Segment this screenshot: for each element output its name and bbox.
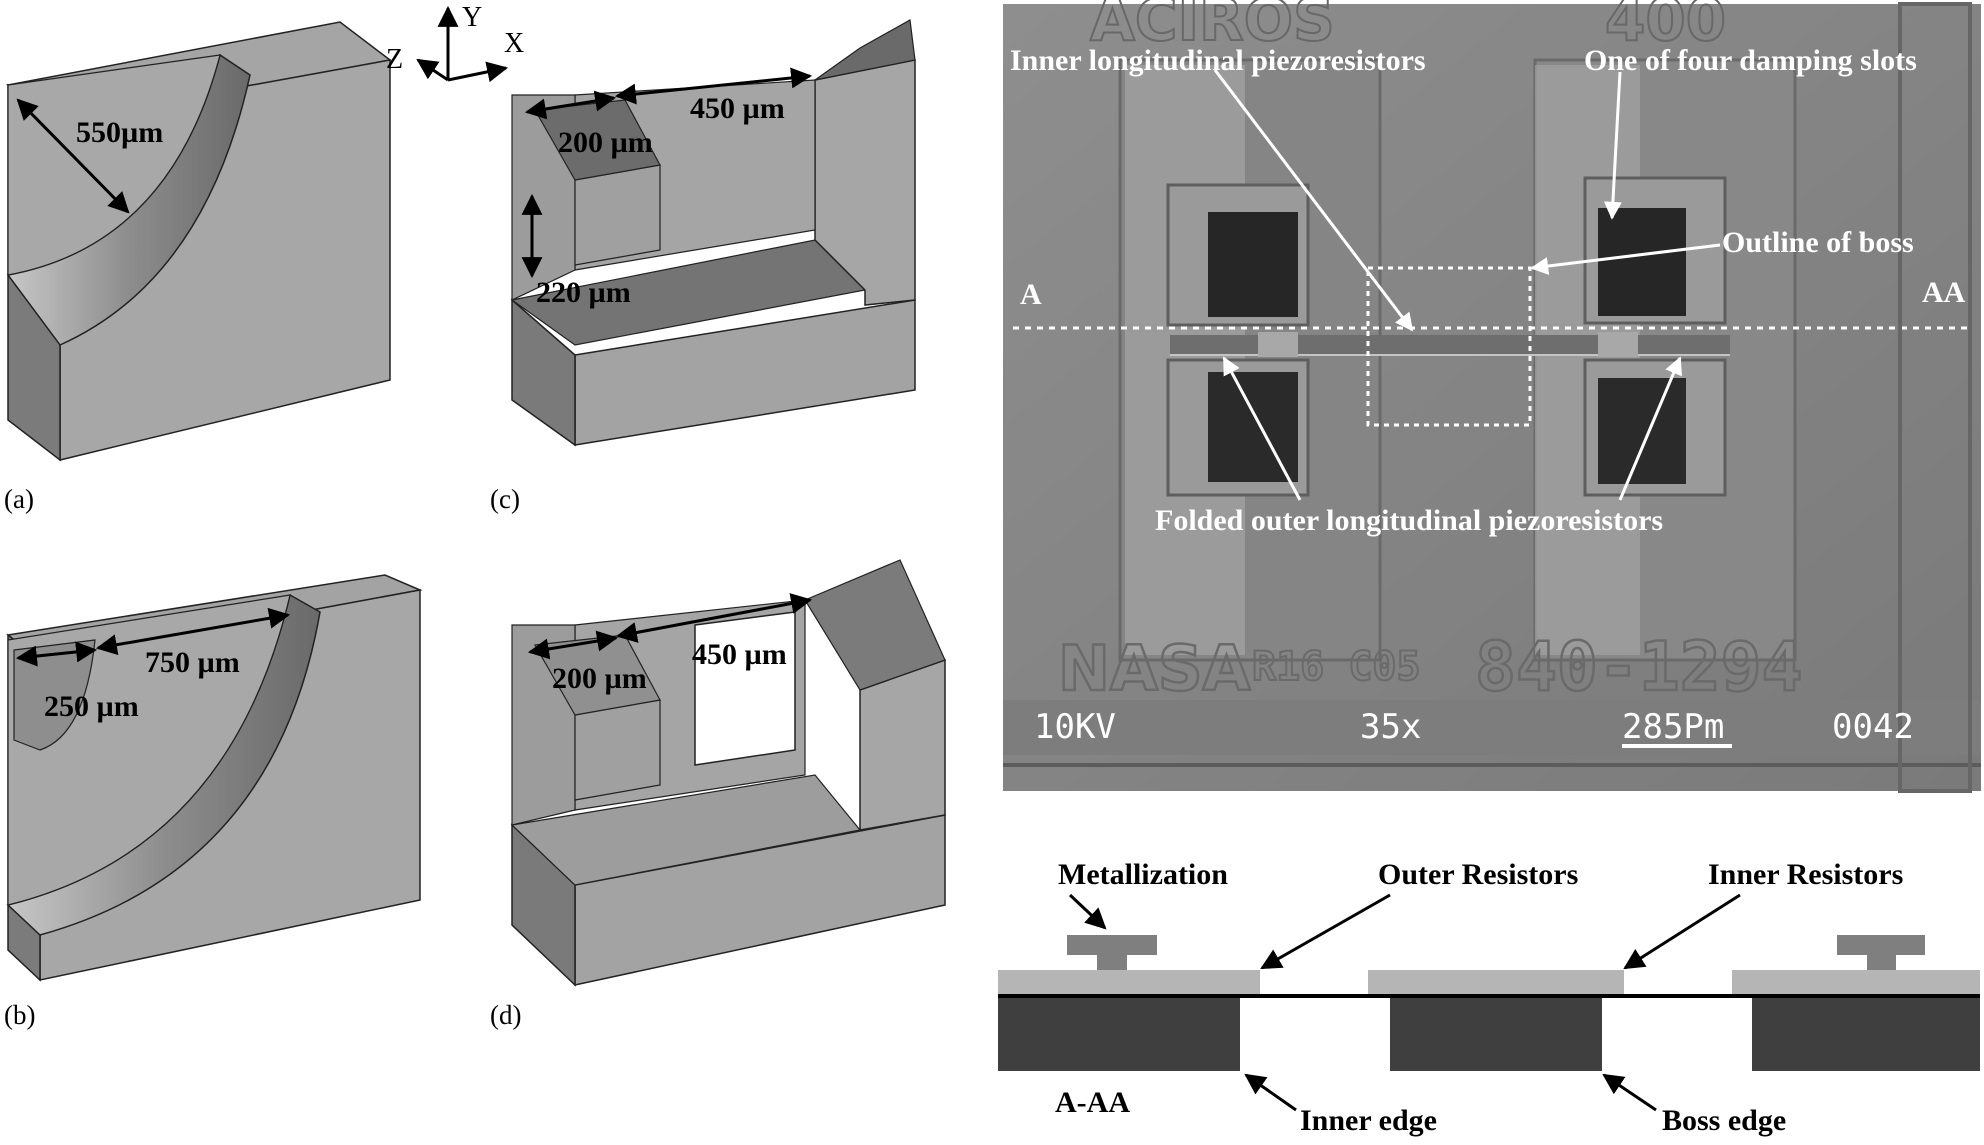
panel-d-label: (d) bbox=[490, 1000, 521, 1030]
sem-voltage: 10KV bbox=[1034, 707, 1116, 747]
damping-slot-tr bbox=[1598, 208, 1686, 316]
z-axis-arrow bbox=[416, 58, 449, 82]
dim-750-b-label: 750 µm bbox=[145, 646, 240, 679]
damping-slot-bl bbox=[1208, 372, 1298, 482]
label-folded-outer: Folded outer longitudinal piezoresistors bbox=[1155, 504, 1663, 537]
dim-arrow-200-d bbox=[527, 630, 619, 660]
label-aa: AA bbox=[1922, 276, 1966, 309]
arrow-boss-edge bbox=[1602, 1073, 1657, 1112]
dim-550-label: 550µm bbox=[76, 116, 163, 149]
sem-scale: 285Pm bbox=[1622, 707, 1724, 747]
sem-magnification: 35x bbox=[1360, 707, 1421, 747]
substrate-right bbox=[1752, 996, 1980, 1071]
dim-200-d-label: 200 µm bbox=[552, 662, 647, 695]
label-boss-edge: Boss edge bbox=[1662, 1104, 1786, 1137]
cross-section: Metallization Outer Resistors Inner Resi… bbox=[998, 858, 1980, 1137]
arrow-inner-long bbox=[1213, 69, 1414, 332]
axis-triad: Y Z X bbox=[386, 2, 524, 83]
dim-200-c-label: 200 µm bbox=[558, 126, 653, 159]
dim-arrow-250-b bbox=[15, 641, 98, 667]
arrow-folded-right bbox=[1618, 356, 1682, 501]
x-axis-arrow bbox=[447, 61, 509, 83]
block-d-pillar-front bbox=[574, 699, 661, 801]
label-inner-long: Inner longitudinal piezoresistors bbox=[1010, 44, 1426, 77]
block-d-tower-top bbox=[804, 559, 946, 691]
arrow-inner-edge bbox=[1244, 1073, 1297, 1112]
label-outline-boss: Outline of boss bbox=[1722, 226, 1914, 259]
label-metallization: Metallization bbox=[1058, 858, 1228, 891]
substrate-boss bbox=[1390, 996, 1602, 1071]
arrow-outer-res bbox=[1260, 893, 1391, 970]
metal-pad-right bbox=[1837, 935, 1925, 970]
resistor-layer-left bbox=[998, 970, 1260, 994]
block-c-base-side bbox=[511, 298, 576, 447]
label-inner-edge: Inner edge bbox=[1300, 1104, 1437, 1137]
panel-b-label: (b) bbox=[4, 1000, 35, 1030]
block-d-window bbox=[694, 611, 796, 766]
damping-slot-br bbox=[1598, 378, 1686, 484]
dim-arrow-550 bbox=[16, 98, 130, 214]
resistor-pad-right bbox=[1598, 332, 1638, 357]
etched-nasa: NASA bbox=[1058, 632, 1251, 705]
etched-code: R16 C05 bbox=[1252, 644, 1421, 690]
center-beam bbox=[1170, 335, 1730, 355]
substrate-left bbox=[998, 996, 1240, 1071]
scalebar-band bbox=[1003, 700, 1981, 755]
arrow-metallization bbox=[1068, 893, 1107, 930]
block-c-pillar-front bbox=[574, 164, 661, 266]
label-inner-resistors: Inner Resistors bbox=[1708, 858, 1903, 891]
dim-arrow-450-c bbox=[614, 67, 813, 105]
sem-frame: 0042 bbox=[1832, 707, 1914, 747]
panel-c-label: (c) bbox=[490, 484, 520, 514]
x-axis-label: X bbox=[504, 28, 524, 59]
arrow-boss bbox=[1530, 243, 1721, 275]
resistor-pad-left bbox=[1258, 332, 1298, 357]
z-axis-label: Z bbox=[386, 44, 403, 75]
label-section: A-AA bbox=[1055, 1086, 1130, 1119]
dim-arrow-450-d bbox=[615, 593, 813, 643]
dim-arrow-750-b bbox=[95, 607, 291, 656]
metal-pad-left bbox=[1067, 935, 1157, 970]
y-axis-label: Y bbox=[462, 2, 482, 33]
label-damping: One of four damping slots bbox=[1584, 44, 1917, 77]
label-a: A bbox=[1020, 278, 1042, 311]
resistor-layer-right bbox=[1732, 970, 1980, 994]
boss-outline bbox=[1366, 266, 1532, 427]
block-c-tower-top bbox=[814, 19, 916, 81]
panel-a-label: (a) bbox=[4, 484, 34, 514]
sem-micrograph: ACIROS 400 NASA R16 C05 840-1294 10KV 35… bbox=[1003, 0, 1981, 793]
dim-450-d-label: 450 µm bbox=[692, 638, 787, 671]
dim-220-c-label: 220 µm bbox=[536, 276, 631, 309]
dim-arrow-200-c bbox=[524, 90, 617, 120]
etched-part: 840-1294 bbox=[1475, 628, 1803, 707]
right-rails bbox=[1898, 2, 1972, 793]
etched-logo-top: ACIROS bbox=[1090, 0, 1335, 54]
etched-num-top: 400 bbox=[1605, 0, 1726, 54]
dim-250-b-label: 250 µm bbox=[44, 690, 139, 723]
dim-450-c-label: 450 µm bbox=[690, 92, 785, 125]
label-outer-resistors: Outer Resistors bbox=[1378, 858, 1578, 891]
arrow-folded-left bbox=[1222, 356, 1302, 501]
panel-b: 750 µm 250 µm (b) bbox=[4, 574, 423, 1030]
damping-slot-tl bbox=[1208, 212, 1298, 317]
panel-d: 200 µm 450 µm (d) bbox=[490, 559, 946, 1030]
arrow-inner-res bbox=[1623, 893, 1741, 970]
panel-a: 550µm (a) bbox=[4, 21, 392, 514]
resistor-layer-center bbox=[1368, 970, 1624, 994]
panel-c: 200 µm 450 µm 220 µm (c) bbox=[490, 19, 916, 514]
arrow-damping bbox=[1603, 71, 1622, 220]
